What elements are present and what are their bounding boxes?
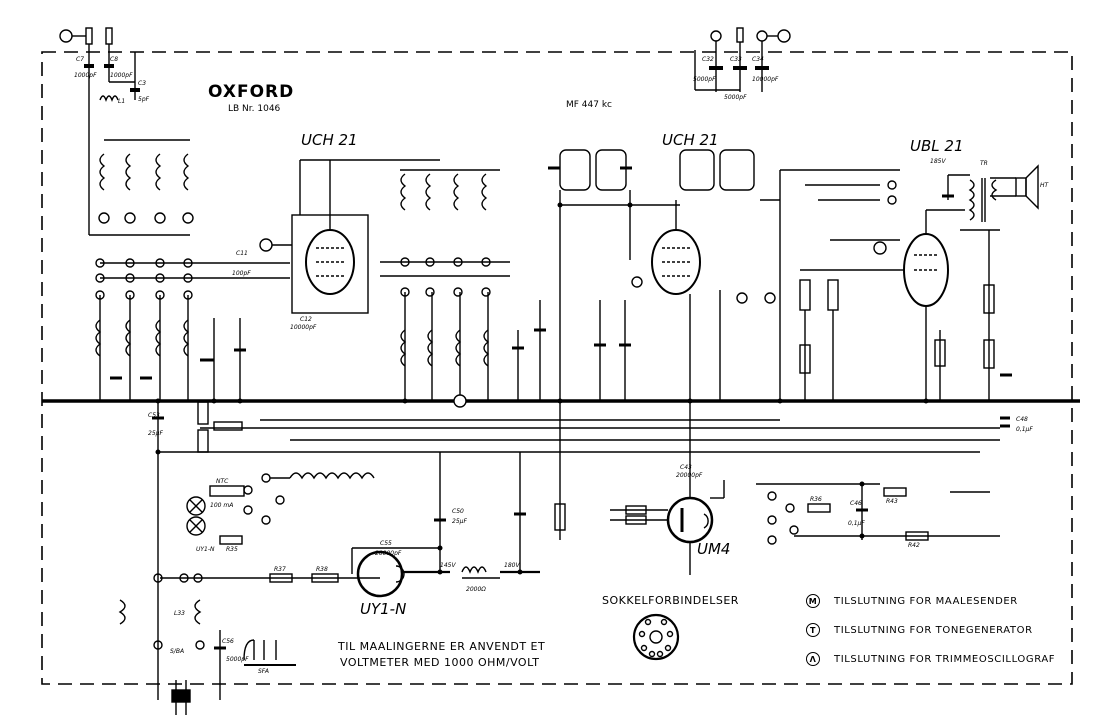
- label-r38: R38: [316, 566, 328, 573]
- test-point-osc: [736, 292, 748, 304]
- mains-filter: [694, 27, 791, 92]
- label-c43: C43: [680, 464, 692, 471]
- label-c7: C7: [76, 56, 85, 63]
- label-choke: 2000Ω: [466, 586, 486, 593]
- power-supply: [118, 401, 566, 715]
- legend-item-oscilloscope: Λ TILSLUTNING FOR TRIMMEOSCILLOGRAF: [806, 652, 1055, 666]
- label-volt-185: 185V: [930, 158, 946, 165]
- value-c32: 5000pF: [693, 76, 716, 83]
- legend-text: TILSLUTNING FOR TONEGENERATOR: [834, 624, 1033, 636]
- if-transformer-1: [548, 149, 680, 401]
- value-c43: 20000pF: [676, 472, 703, 479]
- value-c53: 25μF: [148, 430, 163, 437]
- label-ntc: NTC: [216, 478, 229, 485]
- oscillator-coils: [380, 169, 546, 401]
- label-c3: C3: [138, 80, 147, 87]
- label-r37: R37: [274, 566, 286, 573]
- label-c50: C50: [452, 508, 464, 515]
- label-c33: C33: [730, 56, 742, 63]
- wave-switch: [95, 258, 290, 401]
- tube-label-um4: UM4: [697, 540, 731, 558]
- value-c56: 5000pF: [226, 656, 249, 663]
- value-c8: 1000pF: [110, 72, 133, 79]
- if-frequency: MF 447 kc: [566, 100, 613, 110]
- label-c11: C11: [236, 250, 248, 257]
- value-c11: 100pF: [232, 270, 251, 277]
- junctions: [155, 202, 929, 575]
- value-c3: 5pF: [138, 96, 150, 103]
- coil-bank-upper: [88, 139, 194, 236]
- test-point-m1: [453, 394, 467, 408]
- measurement-note-line2: VOLTMETER MED 1000 OHM/VOLT: [340, 656, 540, 669]
- coil-bank-lower: [95, 318, 246, 401]
- model-reference: LB Nr. 1046: [228, 104, 281, 114]
- tube-uch21-mixer-symbol: [259, 159, 440, 314]
- label-c32: C32: [702, 56, 714, 63]
- socket-title: SOKKELFORBINDELSER: [602, 594, 739, 607]
- label-c48: C48: [1016, 416, 1028, 423]
- label-c12: C12: [300, 316, 312, 323]
- value-c48: 0,1μF: [1016, 426, 1033, 433]
- value-c55: 20000pF: [375, 550, 402, 557]
- output-transformer: [934, 164, 1039, 428]
- value-c46: 0,1μF: [848, 520, 865, 527]
- label-c55: C55: [380, 540, 392, 547]
- tube-uch21-if-symbol: [631, 149, 776, 401]
- value-c50: 25μF: [452, 518, 467, 525]
- label-r35: R35: [226, 546, 238, 553]
- legend-text: TILSLUTNING FOR TRIMMEOSCILLOGRAF: [834, 653, 1056, 665]
- label-c53: C53: [148, 412, 160, 419]
- chassis-outline: [41, 51, 1073, 685]
- oscilloscope-icon: Λ: [806, 652, 820, 666]
- tube-label-uch21-if: UCH 21: [662, 131, 719, 149]
- schematic-title: OXFORD: [208, 82, 295, 102]
- tone-generator-icon: T: [806, 623, 820, 637]
- label-volt-180: 180V: [504, 562, 520, 569]
- tube-label-uch21-mixer: UCH 21: [301, 131, 358, 149]
- legend-item-tone-generator: T TILSLUTNING FOR TONEGENERATOR: [806, 623, 1033, 637]
- tube-um4-symbol: [610, 401, 725, 575]
- label-r43: R43: [886, 498, 898, 505]
- label-l1: L1: [118, 98, 126, 105]
- label-c56: C56: [222, 638, 234, 645]
- socket-diagram: [632, 613, 680, 661]
- af-stage: [760, 169, 900, 401]
- label-volt-145: 145V: [440, 562, 456, 569]
- label-fuse: SFA: [258, 668, 270, 675]
- legend-text: TILSLUTNING FOR MAALESENDER: [834, 595, 1018, 607]
- tube-label-uy1n: UY1-N: [360, 600, 407, 618]
- label-switch: S/BA: [170, 648, 185, 655]
- label-c34: C34: [752, 56, 764, 63]
- value-c34: 10000pF: [752, 76, 779, 83]
- label-c8: C8: [110, 56, 119, 63]
- legend-item-signal-generator: M TILSLUTNING FOR MAALESENDER: [806, 594, 1018, 608]
- signal-generator-icon: M: [806, 594, 820, 608]
- measurement-note-line1: TIL MAALINGERNE ER ANVENDT ET: [338, 640, 546, 653]
- tube-label-ubl21: UBL 21: [910, 137, 964, 155]
- label-speaker: HT: [1040, 182, 1049, 189]
- label-r42: R42: [908, 542, 920, 549]
- tube-ubl21-symbol: [900, 209, 965, 401]
- label-uy1n-pin: UY1-N: [196, 546, 215, 553]
- tone-switch: [756, 483, 1000, 545]
- label-lamps: 100 mA: [210, 502, 234, 509]
- antenna-input: [59, 27, 140, 140]
- value-c7: 1000pF: [74, 72, 97, 79]
- label-l33: L33: [174, 610, 185, 617]
- label-c46: C46: [850, 500, 862, 507]
- label-r36: R36: [810, 496, 822, 503]
- value-c33: 5000pF: [724, 94, 747, 101]
- label-tr: TR: [980, 160, 988, 167]
- value-c12: 10000pF: [290, 324, 317, 331]
